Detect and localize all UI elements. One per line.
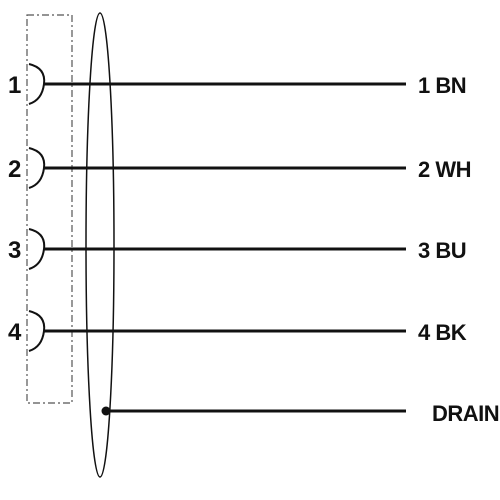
pin-number: 1 [8, 72, 21, 99]
wire-label: 4 BK [418, 320, 467, 345]
pin-row-3: 3 3 BU [8, 228, 467, 270]
pin-contact-icon [28, 63, 46, 105]
pin-row-4: 4 4 BK [8, 310, 467, 352]
pin-number: 2 [8, 156, 21, 183]
wire-label: 3 BU [418, 238, 466, 263]
pin-number: 4 [8, 319, 22, 346]
drain-label: DRAIN [432, 401, 499, 426]
wire-label: 1 BN [418, 73, 466, 98]
pin-contact-icon [28, 310, 46, 352]
connector-housing [26, 14, 73, 404]
pin-contact-icon [28, 147, 46, 189]
pin-number: 3 [8, 237, 21, 264]
pin-contact-icon [28, 228, 46, 270]
pin-row-1: 1 1 BN [8, 63, 467, 105]
cable-shield [85, 12, 115, 478]
drain-row: DRAIN [101, 401, 500, 426]
wire-label: 2 WH [418, 157, 471, 182]
pin-row-2: 2 2 WH [8, 147, 472, 189]
